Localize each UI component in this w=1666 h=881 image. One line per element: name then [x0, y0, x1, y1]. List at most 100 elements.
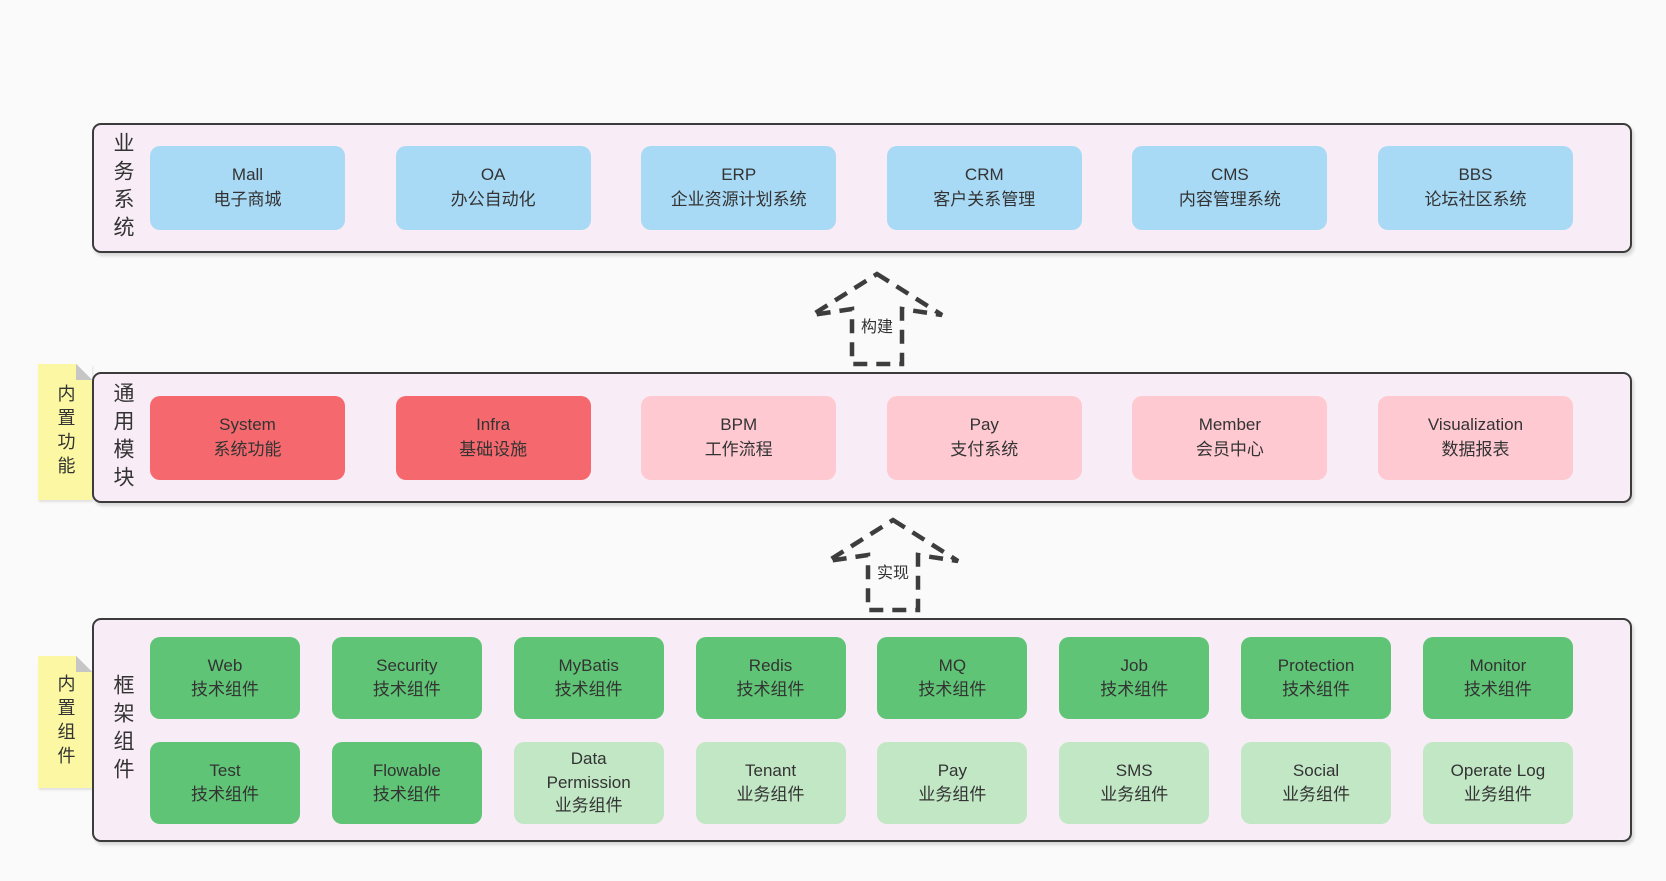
box-test: Test 技术组件 [150, 741, 300, 824]
box-title: Data Permission [546, 748, 631, 792]
box-title: MyBatis [558, 655, 619, 675]
box-member: Member 会员中心 [1132, 395, 1328, 480]
box-title: BBS [1458, 165, 1493, 185]
box-pay-system: Pay 支付系统 [886, 395, 1082, 480]
layer-label-column: 通用模块 [94, 374, 150, 501]
layer-content: Web 技术组件 Security 技术组件 MyBatis 技术组件 Redi… [150, 620, 1630, 840]
box-subtitle: 电子商城 [213, 190, 282, 209]
box-subtitle: 技术组件 [1282, 679, 1351, 699]
box-subtitle: 技术组件 [736, 679, 805, 699]
box-subtitle: 客户关系管理 [933, 190, 1036, 209]
box-title: Pay [969, 414, 999, 434]
box-subtitle: 数据报表 [1441, 439, 1510, 459]
box-subtitle: 业务组件 [1282, 784, 1351, 804]
box-subtitle: 技术组件 [191, 784, 259, 804]
box-protection: Protection 技术组件 [1241, 636, 1392, 719]
box-title: Member [1198, 414, 1262, 434]
box-crm: CRM 客户关系管理 [886, 146, 1082, 230]
box-subtitle: 系统功能 [213, 439, 282, 459]
box-subtitle: 内容管理系统 [1178, 190, 1281, 209]
box-subtitle: 业务组件 [918, 784, 987, 804]
box-title: SMS [1115, 760, 1153, 780]
layer-label-column: 业务系统 [94, 125, 150, 251]
box-title: ERP [721, 165, 757, 185]
sticky-note-label: 内置功能 [55, 384, 76, 480]
box-data-permission: Data Permission 业务组件 [513, 741, 664, 824]
box-subtitle: 技术组件 [372, 784, 441, 804]
box-title: Redis [748, 655, 793, 675]
implement-arrow: 实现 [825, 517, 961, 613]
box-mybatis: MyBatis 技术组件 [513, 636, 664, 719]
box-title: Test [209, 760, 241, 780]
box-subtitle: 办公自动化 [450, 190, 536, 209]
box-pay-component: Pay 业务组件 [877, 741, 1028, 824]
implement-arrow-label: 实现 [873, 559, 913, 583]
layer-label: 业务系统 [111, 132, 135, 244]
framework-row-1: Web 技术组件 Security 技术组件 MyBatis 技术组件 Redi… [150, 636, 1573, 719]
sticky-note-builtin-components: 内置组件 [38, 656, 92, 788]
sticky-note-label: 内置组件 [55, 674, 76, 770]
box-title: Mall [231, 165, 264, 185]
box-job: Job 技术组件 [1059, 636, 1210, 719]
layer-label: 通用模块 [111, 381, 135, 494]
box-subtitle: 企业资源计划系统 [670, 190, 807, 209]
box-web: Web 技术组件 [150, 636, 300, 719]
box-subtitle: 支付系统 [950, 439, 1019, 459]
box-subtitle: 技术组件 [1463, 679, 1532, 699]
box-cms: CMS 内容管理系统 [1132, 146, 1328, 230]
layer-business-systems: 业务系统 Mall 电子商城 OA 办公自动化 ERP 企业资源计划系统 CRM… [92, 123, 1632, 253]
box-title: MQ [938, 655, 967, 675]
layer-content: System 系统功能 Infra 基础设施 BPM 工作流程 Pay 支付系统… [150, 374, 1630, 501]
box-title: Social [1292, 760, 1340, 780]
framework-row-2: Test 技术组件 Flowable 技术组件 Data Permission … [150, 741, 1573, 824]
box-subtitle: 基础设施 [459, 439, 528, 459]
box-subtitle: 技术组件 [1100, 679, 1169, 699]
box-title: BPM [720, 414, 758, 434]
box-subtitle: 工作流程 [704, 439, 773, 459]
box-title: System [219, 414, 276, 434]
box-subtitle: 技术组件 [372, 679, 441, 699]
box-subtitle: 技术组件 [918, 679, 987, 699]
box-bpm: BPM 工作流程 [641, 395, 837, 480]
box-operate-log: Operate Log 业务组件 [1422, 741, 1573, 824]
build-arrow: 构建 [809, 271, 945, 367]
sticky-note-builtin-features: 内置功能 [38, 364, 92, 500]
box-subtitle: 业务组件 [736, 784, 805, 804]
box-bbs: BBS 论坛社区系统 [1377, 146, 1573, 230]
box-title: CMS [1210, 165, 1249, 185]
layer-common-modules: 通用模块 System 系统功能 Infra 基础设施 BPM 工作流程 Pay… [92, 372, 1632, 503]
box-flowable: Flowable 技术组件 [331, 741, 482, 824]
box-subtitle: 论坛社区系统 [1424, 190, 1527, 209]
layer-framework-components: 框架组件 Web 技术组件 Security 技术组件 MyBatis 技术组件… [92, 618, 1632, 842]
box-title: OA [480, 165, 506, 185]
box-title: Pay [937, 760, 968, 780]
box-oa: OA 办公自动化 [395, 146, 591, 230]
box-title: Tenant [745, 760, 797, 780]
box-subtitle: 技术组件 [554, 679, 623, 699]
box-title: Flowable [372, 760, 441, 780]
box-security: Security 技术组件 [331, 636, 482, 719]
box-title: Infra [476, 414, 511, 434]
box-subtitle: 业务组件 [554, 796, 623, 816]
box-mall: Mall 电子商城 [150, 146, 345, 230]
box-subtitle: 业务组件 [1463, 784, 1532, 804]
box-title: Protection [1277, 655, 1355, 675]
layer-label: 框架组件 [111, 674, 135, 786]
box-title: Job [1120, 655, 1148, 675]
box-social: Social 业务组件 [1241, 741, 1392, 824]
box-visualization: Visualization 数据报表 [1377, 395, 1573, 480]
box-subtitle: 技术组件 [191, 679, 259, 699]
box-redis: Redis 技术组件 [695, 636, 846, 719]
box-title: Security [376, 655, 438, 675]
layer-content: Mall 电子商城 OA 办公自动化 ERP 企业资源计划系统 CRM 客户关系… [150, 125, 1630, 251]
box-title: Operate Log [1450, 760, 1546, 780]
box-monitor: Monitor 技术组件 [1422, 636, 1573, 719]
box-infra: Infra 基础设施 [395, 395, 591, 480]
note-fold-icon [76, 364, 92, 380]
build-arrow-label: 构建 [857, 313, 897, 337]
box-erp: ERP 企业资源计划系统 [641, 146, 837, 230]
box-title: Monitor [1469, 655, 1527, 675]
box-tenant: Tenant 业务组件 [695, 741, 846, 824]
box-title: Web [207, 655, 243, 675]
box-subtitle: 会员中心 [1195, 439, 1264, 459]
